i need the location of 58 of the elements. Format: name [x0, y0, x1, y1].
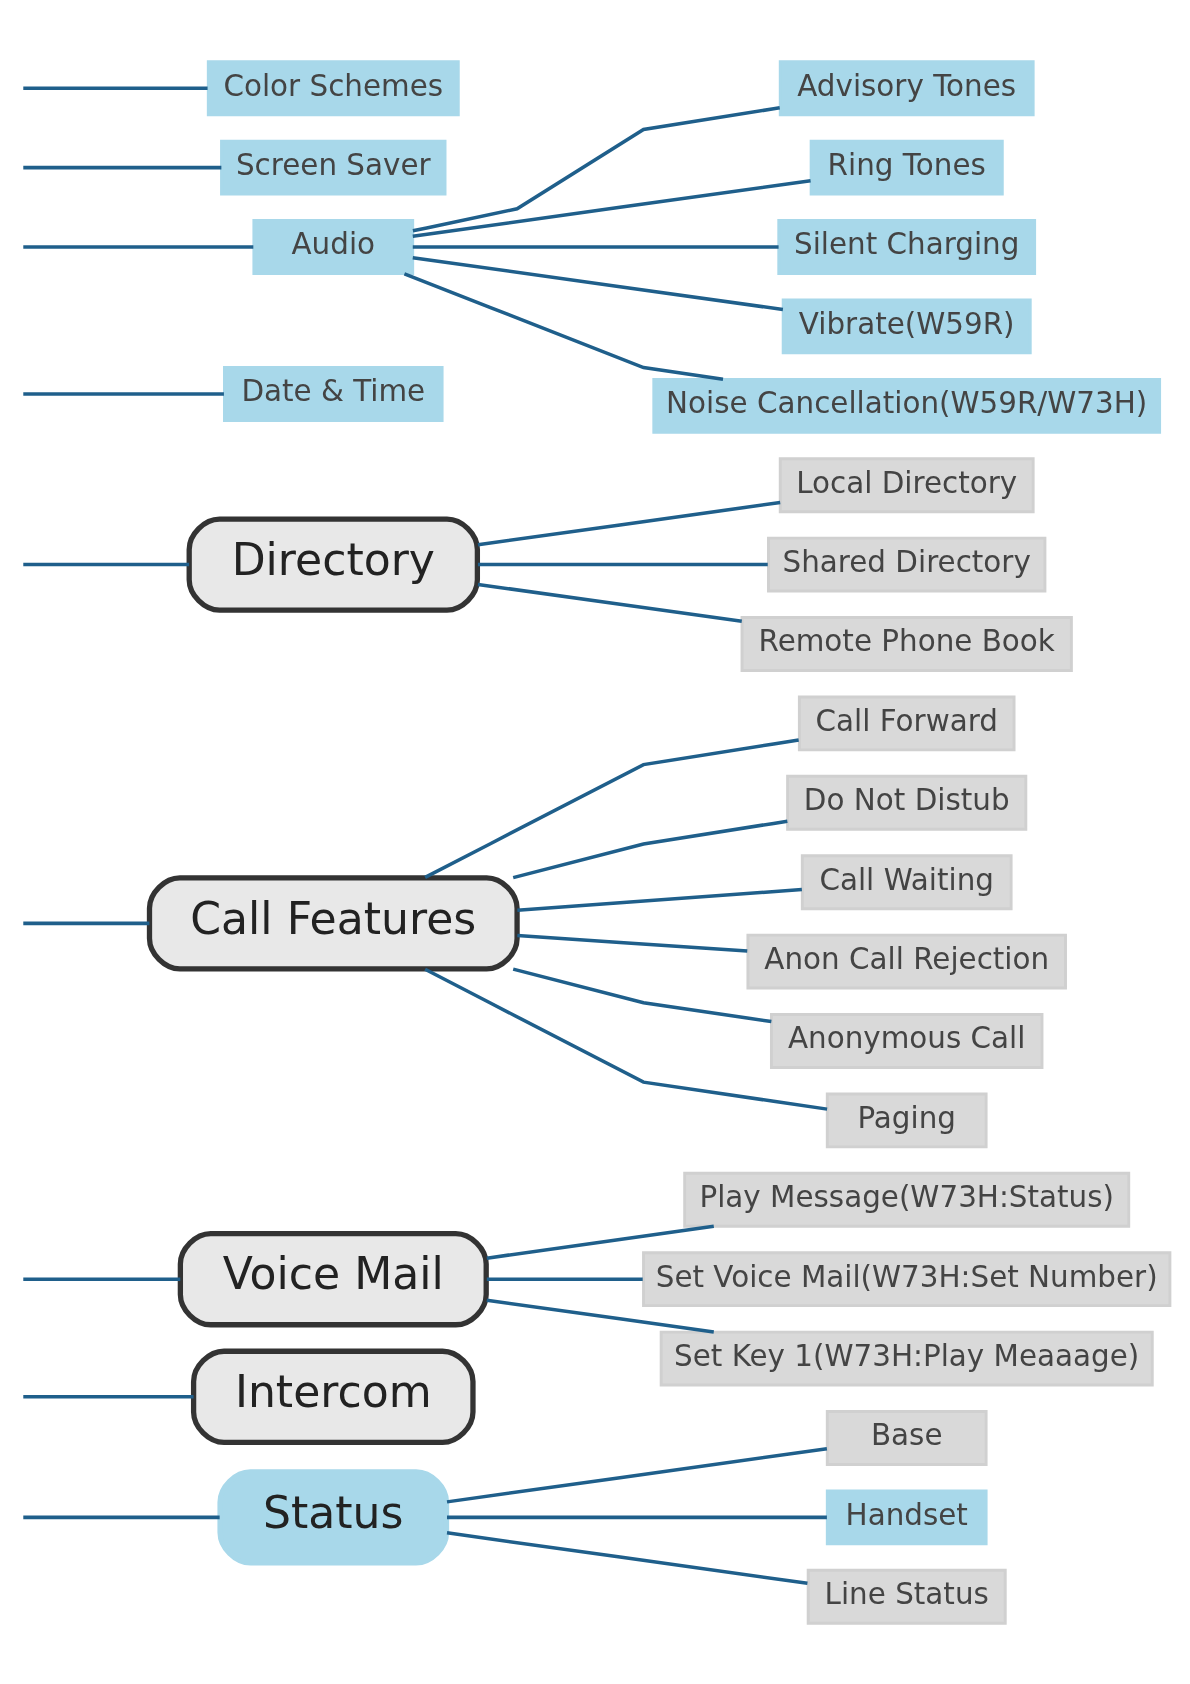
node-box: Anon Call Rejection — [746, 933, 1067, 990]
node-box: Ring Tones — [809, 139, 1004, 196]
node-box: Base — [825, 1409, 988, 1466]
connector — [412, 178, 811, 238]
connector — [403, 271, 724, 381]
node-box: Handset — [825, 1488, 988, 1545]
node-box: Shared Directory — [767, 536, 1047, 593]
connector — [477, 500, 781, 547]
connector — [446, 1446, 828, 1504]
node-box: Anonymous Call — [769, 1012, 1044, 1069]
connector — [447, 1515, 827, 1519]
node-box: Screen Saver — [220, 139, 447, 196]
connector — [23, 165, 222, 169]
connector — [23, 1394, 194, 1399]
node-box: Paging — [825, 1091, 988, 1148]
node-box: Silent Charging — [777, 218, 1037, 275]
node-box: Remote Phone Book — [740, 615, 1073, 672]
node-box: Set Key 1(W73H:Play Meaaage) — [659, 1330, 1154, 1386]
connector — [23, 921, 150, 925]
connector — [23, 1276, 181, 1281]
node-box: Call Forward — [797, 694, 1016, 751]
node-box: Line Status — [806, 1568, 1007, 1625]
node-box: Play Message(W73H:Status) — [683, 1171, 1131, 1228]
node-box: Noise Cancellation(W59R/W73H) — [652, 377, 1162, 434]
connector — [486, 1298, 714, 1334]
connector — [477, 582, 742, 623]
node-box: Vibrate(W59R) — [781, 297, 1032, 354]
node-box: Audio — [252, 218, 415, 275]
node-box: Intercom — [190, 1348, 476, 1445]
node-box: Voice Mail — [177, 1230, 489, 1327]
node-box: Color Schemes — [206, 59, 460, 116]
connector — [517, 933, 748, 953]
connector — [512, 966, 772, 1023]
node-box: Set Voice Mail(W73H:Set Number) — [642, 1250, 1172, 1307]
connector — [424, 967, 828, 1111]
connector — [477, 562, 768, 566]
connector — [23, 391, 224, 396]
connector — [412, 244, 779, 249]
connector — [23, 562, 190, 566]
node-box: Date & Time — [223, 365, 444, 422]
connector — [424, 737, 799, 879]
connector — [486, 1276, 643, 1281]
node-box: Do Not Distub — [786, 774, 1028, 831]
connector — [412, 255, 784, 311]
connector — [517, 887, 802, 912]
connector — [446, 1530, 808, 1585]
connector — [23, 1515, 220, 1519]
connector — [512, 818, 788, 879]
node-box: Status — [217, 1468, 450, 1566]
connector — [23, 244, 254, 249]
node-box: Local Directory — [778, 456, 1035, 513]
node-box: Call Features — [146, 874, 520, 972]
connector — [486, 1224, 714, 1260]
connector — [412, 105, 780, 233]
node-box: Call Waiting — [800, 853, 1013, 910]
connector — [23, 85, 208, 90]
node-box: Directory — [186, 515, 480, 613]
node-box: Advisory Tones — [778, 59, 1035, 116]
